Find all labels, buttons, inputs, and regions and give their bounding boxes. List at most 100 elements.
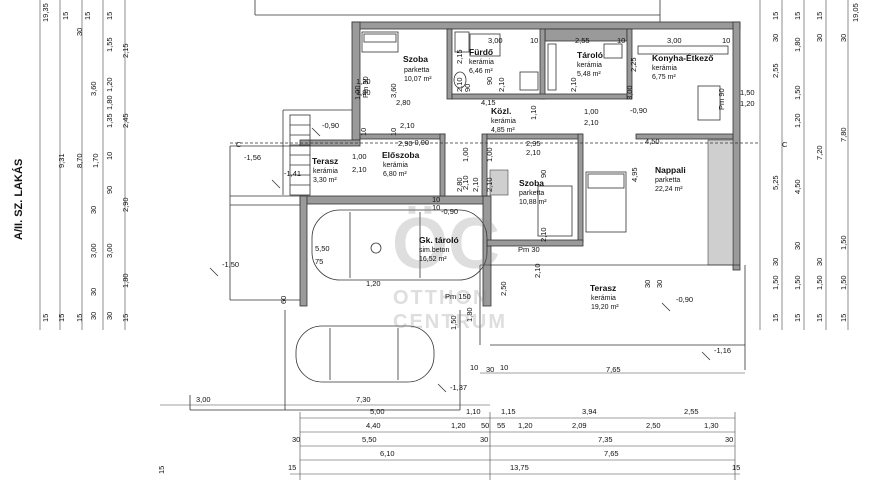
dimension-label: 1,35 (105, 113, 114, 128)
dimension-label: 1,50 (793, 85, 802, 100)
room-area: 22,24 m² (655, 186, 683, 193)
dimension-label: 30 (75, 28, 84, 36)
dimension-label: 13,75 (510, 463, 529, 472)
dimension-label: 1,20 (451, 421, 466, 430)
dimension-label: 1,20 (518, 421, 533, 430)
dimension-label: 15 (75, 314, 84, 322)
dimension-label: 10 (500, 363, 508, 372)
dimension-label: 2,10 (539, 227, 548, 242)
room-material: sim.beton (419, 247, 449, 254)
dimension-label: 2,55 (575, 36, 590, 45)
dimension-label: 2,15 (121, 43, 130, 58)
room-material: parketta (655, 177, 680, 184)
section-marker: C (236, 140, 242, 149)
dimension-label: 10 (470, 363, 478, 372)
dimension-label: 3,60 (89, 81, 98, 96)
level-marks (209, 127, 711, 393)
room-label: Előszoba kerámia 6,80 m² (382, 150, 420, 178)
dimension-label: 1,80 (121, 273, 130, 288)
dimension-label: 4,50 (645, 137, 660, 146)
equipment-label: Pm 90 (717, 88, 726, 110)
dimension-label: 30 (89, 206, 98, 214)
parked-car (295, 325, 435, 383)
dimension-label: 2,10 (526, 148, 541, 157)
dimension-label: 90 (539, 170, 548, 178)
dimension-label: 1,50 (839, 275, 848, 290)
room-name: Terasz (590, 283, 616, 293)
dimension-label: 60 (279, 296, 288, 304)
dimension-label: 3,60 (389, 83, 398, 98)
dimension-label: -0,90 (412, 138, 429, 147)
dimension-label: 3,94 (582, 407, 597, 416)
level-label: -0,90 (322, 121, 339, 130)
room-area: 6,80 m² (383, 171, 407, 178)
dimension-label: 90 (463, 84, 472, 92)
room-area: 19,20 m² (591, 304, 619, 311)
watermark-line2: CENTRUM (393, 311, 507, 333)
room-material: kerámia (652, 65, 677, 72)
dimension-label: 1,80 (465, 307, 474, 322)
right-dimensions: 19,05 15 15 15 30 1,80 2,55 1,50 1,20 7,… (771, 3, 860, 322)
construction-lines (189, 0, 760, 411)
dimension-label: 30 (771, 258, 780, 266)
room-material: parketta (519, 190, 544, 197)
level-label: -0,90 (676, 295, 693, 304)
dimension-label: 3,00 (625, 85, 634, 100)
dimension-label: 2,80 (455, 177, 464, 192)
dimension-label: 1,50 (740, 88, 755, 97)
dimension-label: 2,10 (455, 77, 464, 92)
dimension-label: 1,50 (815, 275, 824, 290)
dimension-label: 15 (732, 463, 740, 472)
dimension-label: 1,00 (584, 107, 599, 116)
room-name: Fürdő (469, 47, 493, 57)
level-label: -0,90 (630, 106, 647, 115)
dimension-label: 2,80 (396, 98, 411, 107)
dimension-label: 10 (617, 36, 625, 45)
room-material: kerámia (491, 118, 516, 125)
room-material: kerámia (383, 162, 408, 169)
room-area: 10,88 m² (519, 199, 547, 206)
dimension-label: 90 (485, 77, 494, 85)
dimension-label: 1,50 (793, 275, 802, 290)
room-area: 6,46 m² (469, 68, 493, 75)
dimension-label: 3,00 (196, 395, 211, 404)
dimension-label: 1,20 (366, 279, 381, 288)
furniture (361, 31, 729, 237)
dimension-label: 30 (655, 280, 664, 288)
dimension-label: 50 (481, 421, 489, 430)
room-label: Szoba parketta 10,07 m² (403, 54, 432, 83)
dimension-label: 15 (83, 12, 92, 20)
room-area: 6,75 m² (652, 74, 676, 81)
dimension-label: 8,70 (75, 153, 84, 168)
dimension-lines (39, 0, 849, 480)
dimension-label: 30 (725, 435, 733, 444)
dimension-label: 30 (89, 288, 98, 296)
dimension-label: 1,50 (449, 315, 458, 330)
dimension-label: 15 (105, 12, 114, 20)
dimension-label: 2,90 (398, 139, 413, 148)
dimension-label: 15 (121, 314, 130, 322)
room-name: Szoba (403, 54, 428, 64)
dimension-label: 2,95 (526, 139, 541, 148)
room-area: 4,85 m² (491, 127, 515, 134)
room-name: Szoba (519, 178, 544, 188)
dimension-label: 15 (157, 466, 166, 474)
dimension-label: 1,10 (466, 407, 481, 416)
dimension-label: 1,20 (105, 77, 114, 92)
dimension-label: 30 (815, 34, 824, 42)
dimension-label: 3,00 (667, 36, 682, 45)
section-marker: C (782, 140, 788, 149)
dimension-label: 1,80 (356, 88, 371, 97)
dimension-label: 2,10 (584, 118, 599, 127)
dimension-label: 2,10 (461, 175, 470, 190)
level-label: -0,90 (441, 207, 458, 216)
dimension-label: 2,55 (684, 407, 699, 416)
room-material: kerámia (469, 59, 494, 66)
room-label: Fürdő kerámia 6,46 m² (469, 47, 494, 75)
dimension-label: 2,10 (533, 263, 542, 278)
stair (289, 114, 311, 196)
room-label: Konyha-Étkező kerámia 6,75 m² (652, 53, 713, 81)
level-label: -1,56 (244, 153, 261, 162)
dimension-label: 10 (105, 152, 114, 160)
level-label: -1,50 (222, 260, 239, 269)
